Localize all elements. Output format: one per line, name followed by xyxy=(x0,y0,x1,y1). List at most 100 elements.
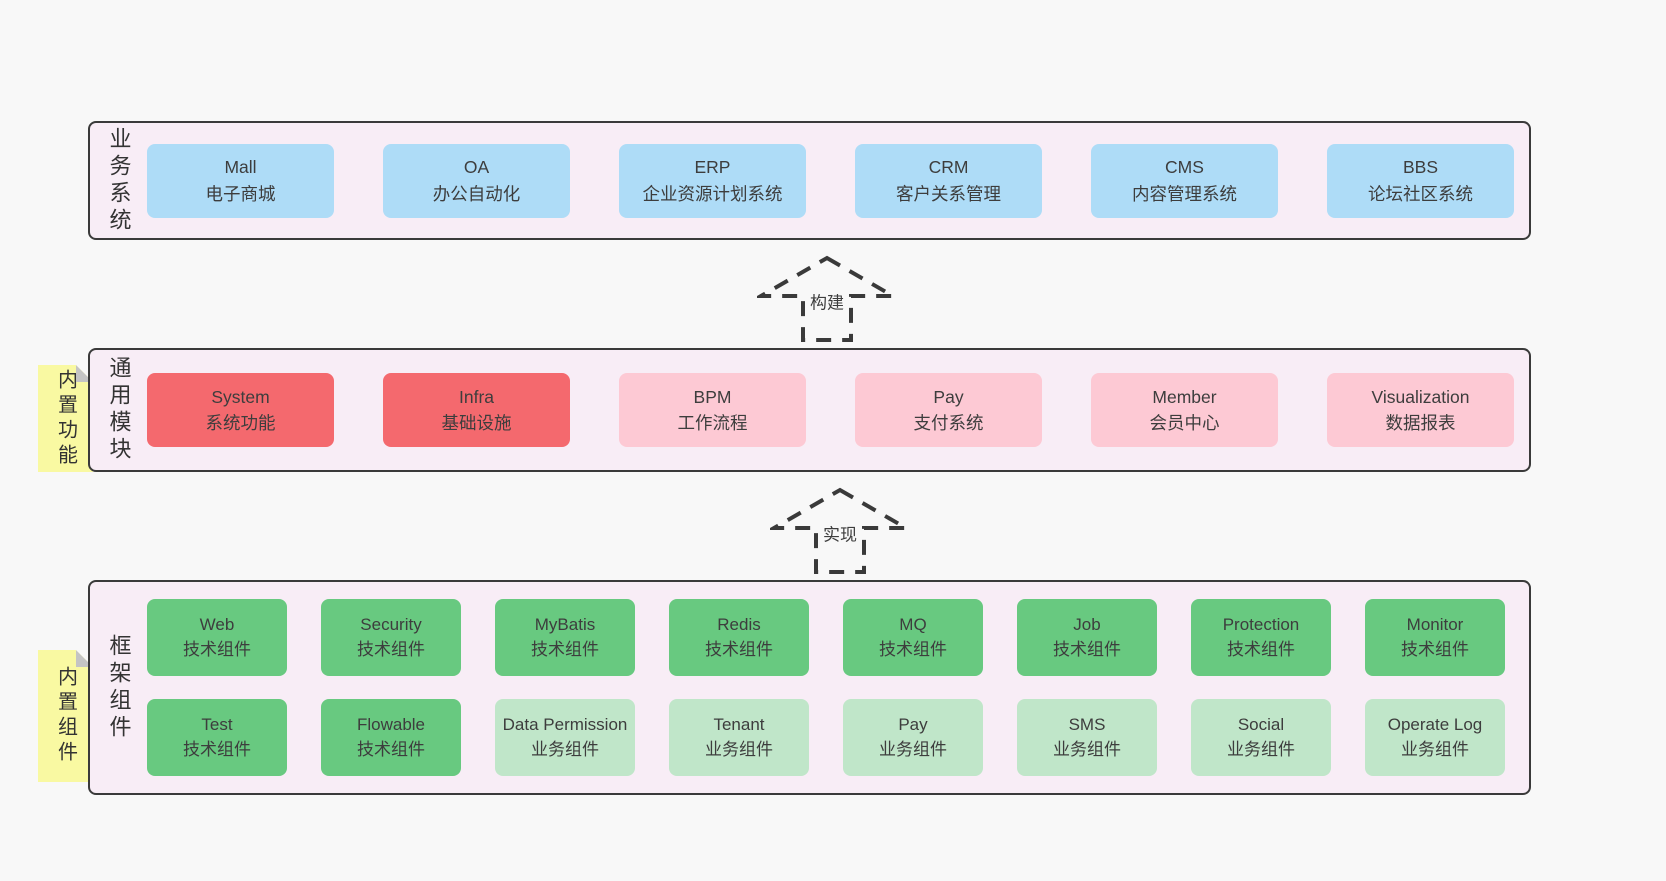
module-box-subtitle: 工作流程 xyxy=(677,413,748,433)
module-box-title: System xyxy=(211,386,270,407)
layer-label-common-modules: 通用模块 xyxy=(90,350,147,470)
module-box-sms: SMS 业务组件 xyxy=(1017,699,1157,776)
module-box-subtitle: 技术组件 xyxy=(705,639,773,659)
sticky-note-text: 内置功能 xyxy=(54,368,77,469)
layer-label-text: 通用模块 xyxy=(106,356,132,464)
module-box-monitor: Monitor 技术组件 xyxy=(1365,599,1505,676)
module-box-subtitle: 技术组件 xyxy=(183,639,251,659)
module-box-title: SMS xyxy=(1068,715,1106,735)
module-box-subtitle: 支付系统 xyxy=(913,413,984,433)
arrow-build-label: 构建 xyxy=(807,287,847,315)
module-box-title: Infra xyxy=(458,386,495,407)
arrow-implement: 实现 xyxy=(770,486,910,576)
module-box-title: Flowable xyxy=(356,715,426,735)
module-box-title: Data Permission xyxy=(502,715,628,735)
module-box-subtitle: 电子商城 xyxy=(205,183,276,204)
module-box-operate-log: Operate Log 业务组件 xyxy=(1365,699,1505,776)
module-box-test: Test 技术组件 xyxy=(147,699,287,776)
module-box-subtitle: 技术组件 xyxy=(1227,639,1295,659)
module-box-redis: Redis 技术组件 xyxy=(669,599,809,676)
module-box-subtitle: 技术组件 xyxy=(357,639,425,659)
module-box-title: CRM xyxy=(928,157,969,178)
module-box-title: BBS xyxy=(1402,157,1439,178)
module-box-title: Pay xyxy=(898,715,928,735)
module-box-title: MyBatis xyxy=(534,615,596,635)
arrow-implement-label: 实现 xyxy=(820,519,860,547)
module-box-infra: Infra 基础设施 xyxy=(383,373,570,447)
dashed-up-arrow-icon xyxy=(757,255,897,342)
sticky-note-built-in-functions: 内置功能 xyxy=(38,365,93,472)
module-box-subtitle: 基础设施 xyxy=(441,413,512,433)
module-box-subtitle: 业务组件 xyxy=(879,739,947,759)
module-box-subtitle: 技术组件 xyxy=(1053,639,1121,659)
module-box-subtitle: 技术组件 xyxy=(183,739,251,759)
module-box-subtitle: 业务组件 xyxy=(705,739,773,759)
arrow-build: 构建 xyxy=(757,254,897,344)
module-box-subtitle: 业务组件 xyxy=(531,739,599,759)
module-box-mybatis: MyBatis 技术组件 xyxy=(495,599,635,676)
module-box-subtitle: 数据报表 xyxy=(1385,413,1456,433)
layer-label-business-systems: 业务系统 xyxy=(90,123,147,238)
module-box-title: Member xyxy=(1152,386,1217,407)
module-box-subtitle: 技术组件 xyxy=(1401,639,1469,659)
module-box-crm: CRM 客户关系管理 xyxy=(855,143,1042,218)
module-box-bpm: BPM 工作流程 xyxy=(619,373,806,447)
dashed-up-arrow-icon xyxy=(770,487,910,574)
module-box-title: Operate Log xyxy=(1387,715,1483,735)
module-box-data-permission: Data Permission 业务组件 xyxy=(495,699,635,776)
module-box-title: Pay xyxy=(933,386,964,407)
module-box-tenant: Tenant 业务组件 xyxy=(669,699,809,776)
module-box-title: Mall xyxy=(224,157,257,178)
module-box-flowable: Flowable 技术组件 xyxy=(321,699,461,776)
module-box-title: Tenant xyxy=(713,715,765,735)
module-box-subtitle: 论坛社区系统 xyxy=(1368,183,1473,204)
layer-common-modules: 通用模块 System 系统功能 Infra 基础设施 BPM 工作流程 Pay 支付系统 Me… xyxy=(88,348,1531,472)
module-box-title: OA xyxy=(463,157,490,178)
module-box-security: Security 技术组件 xyxy=(321,599,461,676)
module-box-pay: Pay 支付系统 xyxy=(855,373,1042,447)
module-box-title: Monitor xyxy=(1406,615,1464,635)
module-box-subtitle: 系统功能 xyxy=(205,413,276,433)
module-box-row: System 系统功能 Infra 基础设施 BPM 工作流程 Pay 支付系统 Member 会… xyxy=(147,373,1529,447)
module-box-subtitle: 客户关系管理 xyxy=(896,183,1001,204)
layer-label-framework-components: 框架组件 xyxy=(90,582,147,793)
module-box-title: Security xyxy=(360,615,422,635)
module-box-title: CMS xyxy=(1165,157,1204,178)
module-box-subtitle: 会员中心 xyxy=(1149,413,1220,433)
module-box-member: Member 会员中心 xyxy=(1091,373,1278,447)
module-box-social: Social 业务组件 xyxy=(1191,699,1331,776)
layer-label-text: 框架组件 xyxy=(106,633,132,742)
module-box-subtitle: 业务组件 xyxy=(1401,739,1469,759)
sticky-note-text: 内置组件 xyxy=(54,666,77,766)
module-box-title: BPM xyxy=(693,386,732,407)
module-box-title: Redis xyxy=(717,615,761,635)
module-box-subtitle: 技术组件 xyxy=(531,639,599,659)
common-modules-boxes: System 系统功能 Infra 基础设施 BPM 工作流程 Pay 支付系统 Member 会… xyxy=(147,350,1529,470)
module-box-subtitle: 技术组件 xyxy=(357,739,425,759)
module-box-subtitle: 业务组件 xyxy=(1227,739,1295,759)
module-box-title: Social xyxy=(1237,715,1285,735)
module-box-subtitle: 业务组件 xyxy=(1053,739,1121,759)
module-box-title: Protection xyxy=(1222,615,1300,635)
module-box-subtitle: 企业资源计划系统 xyxy=(642,183,783,204)
module-box-title: Test xyxy=(201,715,233,735)
layer-label-text: 业务系统 xyxy=(106,126,132,235)
module-box-mall: Mall 电子商城 xyxy=(147,143,334,218)
module-box-pay: Pay 业务组件 xyxy=(843,699,983,776)
module-box-title: MQ xyxy=(899,615,927,635)
module-box-protection: Protection 技术组件 xyxy=(1191,599,1331,676)
module-box-system: System 系统功能 xyxy=(147,373,334,447)
